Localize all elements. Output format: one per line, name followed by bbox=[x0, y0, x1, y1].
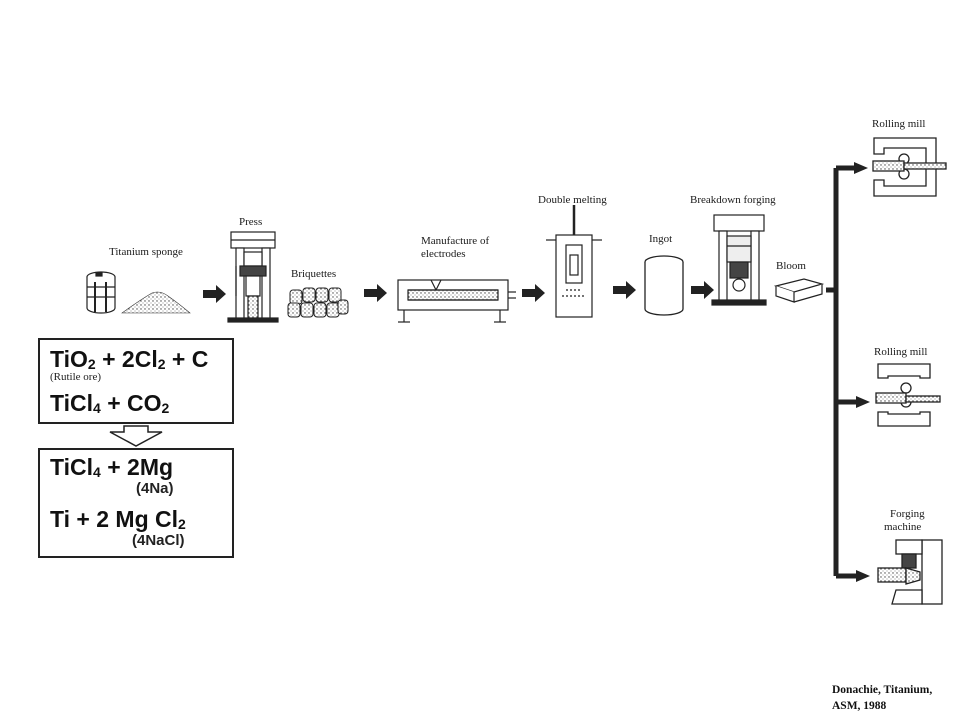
sponge-barrel-icon bbox=[86, 271, 116, 314]
chlorination-equation-box: TiO2 + 2Cl2 + C (Rutile ore) TiCl4 + CO2 bbox=[38, 338, 234, 424]
branch-arrow-bottom-icon bbox=[856, 570, 870, 582]
citation-line2: ASM, 1988 bbox=[832, 700, 887, 712]
vacuum-arc-furnace-icon bbox=[546, 205, 602, 318]
chlorination-products: TiCl4 + CO2 bbox=[50, 390, 170, 416]
box-transition-arrow-icon bbox=[109, 425, 163, 447]
arrow-2-icon bbox=[364, 284, 387, 302]
briquettes-icon bbox=[287, 287, 349, 318]
label-manufacture-line2: electrodes bbox=[421, 248, 466, 260]
press-icon bbox=[227, 231, 279, 323]
arrow-3-icon bbox=[522, 284, 545, 302]
branch-lines bbox=[826, 165, 858, 579]
electrode-furnace-icon bbox=[397, 279, 516, 323]
label-rolling-mill-mid: Rolling mill bbox=[874, 346, 928, 358]
arrow-1-icon bbox=[203, 285, 226, 303]
label-forging-machine-line2: machine bbox=[884, 521, 922, 533]
forging-machine-icon bbox=[877, 539, 943, 605]
bloom-icon bbox=[773, 278, 825, 303]
label-titanium-sponge: Titanium sponge bbox=[109, 246, 183, 258]
label-ingot: Ingot bbox=[649, 233, 673, 245]
rutile-ore-note: (Rutile ore) bbox=[50, 371, 102, 383]
label-manufacture-line1: Manufacture of bbox=[421, 235, 490, 247]
branch-arrow-top-icon bbox=[854, 162, 868, 174]
chlorination-reactants: TiO2 + 2Cl2 + C bbox=[50, 346, 209, 372]
reduction-equation-box: TiCl4 + 2Mg (4Na) Ti + 2 Mg Cl2 (4NaCl) bbox=[38, 448, 234, 558]
source-citation: Donachie, Titanium, ASM, 1988 bbox=[832, 682, 932, 714]
label-rolling-mill-top: Rolling mill bbox=[872, 118, 926, 130]
rolling-mill-mid-icon bbox=[875, 363, 941, 427]
sodium-note: (4Na) bbox=[136, 480, 174, 497]
sodium-chloride-note: (4NaCl) bbox=[132, 532, 185, 549]
arrow-5-icon bbox=[691, 281, 714, 299]
rolling-mill-top-icon bbox=[872, 137, 947, 197]
ingot-icon bbox=[644, 255, 684, 316]
sponge-pile-icon bbox=[121, 291, 191, 314]
reduction-products: Ti + 2 Mg Cl2 bbox=[50, 506, 186, 532]
citation-line1: Donachie, Titanium, bbox=[832, 684, 933, 696]
arrow-4-icon bbox=[613, 281, 636, 299]
flow-arrows bbox=[203, 281, 714, 303]
reduction-reactants: TiCl4 + 2Mg bbox=[50, 454, 174, 480]
label-breakdown-forging: Breakdown forging bbox=[690, 194, 776, 206]
label-briquettes: Briquettes bbox=[291, 268, 337, 280]
forging-press-icon bbox=[711, 214, 767, 306]
label-press: Press bbox=[239, 216, 263, 228]
branch-arrowheads bbox=[854, 162, 870, 582]
label-bloom: Bloom bbox=[776, 260, 806, 272]
label-double-melting: Double melting bbox=[538, 194, 607, 206]
label-forging-machine-line1: Forging bbox=[890, 508, 925, 520]
branch-arrow-mid-icon bbox=[856, 396, 870, 408]
